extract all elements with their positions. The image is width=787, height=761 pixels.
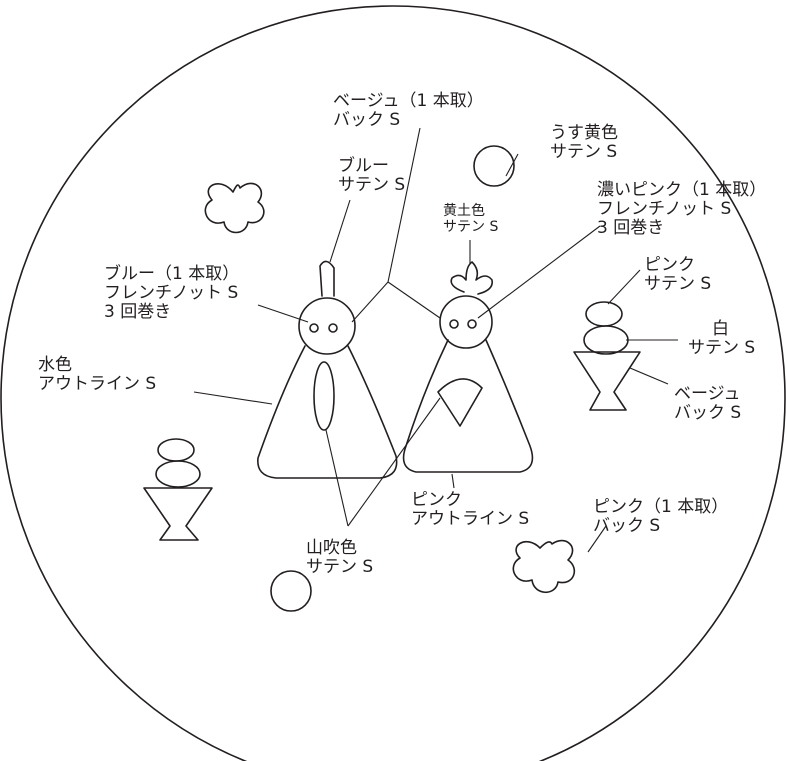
label-line: バック S xyxy=(593,516,661,536)
label-line: バック S xyxy=(674,403,742,423)
female-doll-fan xyxy=(437,378,483,427)
flower-bottom-right xyxy=(512,539,576,594)
right-stand xyxy=(573,351,641,411)
right-mochi-bottom xyxy=(583,325,629,355)
label-line: アウトライン S xyxy=(411,509,530,529)
male-doll-eye-left xyxy=(309,323,319,333)
label-ocher-satin: 黄土色 サテン S xyxy=(443,203,498,235)
female-doll-eye-left xyxy=(449,319,459,329)
label-line: 濃いピンク（1 本取） xyxy=(597,180,767,200)
label-line: サテン S xyxy=(550,142,618,162)
label-line: フレンチノット S xyxy=(104,283,239,303)
male-doll-eye-right xyxy=(328,323,338,333)
female-doll-body xyxy=(402,339,534,473)
label-pink-satin: ピンク サテン S xyxy=(644,256,711,294)
male-doll-hat xyxy=(319,260,335,297)
male-doll-scepter xyxy=(313,361,335,431)
label-line: サテン S xyxy=(443,219,499,235)
label-pink-outline: ピンク アウトライン S xyxy=(411,491,529,529)
female-doll-ornament xyxy=(450,261,494,295)
left-mochi-top xyxy=(157,438,195,462)
male-doll-head xyxy=(298,297,356,355)
label-white-satin: 白 サテン S xyxy=(688,320,755,358)
label-line: サテン S xyxy=(688,338,756,358)
label-line: ピンク xyxy=(411,490,462,510)
female-doll-head xyxy=(439,295,493,349)
right-mochi-top xyxy=(585,301,623,327)
male-doll-body xyxy=(257,345,398,479)
label-line: バック S xyxy=(333,110,401,130)
label-line: ブルー（1 本取） xyxy=(104,264,240,284)
label-line: ブルー xyxy=(338,156,389,176)
label-dark-pink-french-knot: 濃いピンク（1 本取） フレンチノット S 3 回巻き xyxy=(597,181,766,238)
label-line: 水色 xyxy=(38,355,72,375)
label-line: 山吹色 xyxy=(306,538,357,558)
label-line: ピンク xyxy=(644,255,695,275)
label-beige-back-1strand: ベージュ（1 本取） バック S xyxy=(333,92,484,130)
label-blue-french-knot: ブルー（1 本取） フレンチノット S 3 回巻き xyxy=(104,265,239,322)
flower-top-left xyxy=(204,182,265,234)
label-line: サテン S xyxy=(338,175,406,195)
label-pink-back-1strand: ピンク（1 本取） バック S xyxy=(593,498,728,536)
yamabuki-circle xyxy=(270,570,312,612)
label-line: 3 回巻き xyxy=(104,302,172,322)
label-line: うす黄色 xyxy=(550,123,618,143)
label-line: サテン S xyxy=(644,274,712,294)
left-stand xyxy=(143,487,213,541)
label-pale-yellow-satin: うす黄色 サテン S xyxy=(550,124,618,162)
label-line: アウトライン S xyxy=(38,374,157,394)
left-mochi-bottom xyxy=(155,460,201,488)
label-yamabuki-satin: 山吹色 サテン S xyxy=(306,539,373,577)
label-line: 3 回巻き xyxy=(597,218,665,238)
label-line: 黄土色 xyxy=(443,203,485,219)
leader-lines xyxy=(193,127,678,553)
hoop-outline xyxy=(0,5,786,761)
female-doll-eye-right xyxy=(467,319,477,329)
label-blue-satin: ブルー サテン S xyxy=(338,157,405,195)
label-line: フレンチノット S xyxy=(597,199,732,219)
label-line: サテン S xyxy=(306,557,374,577)
label-line: 白 xyxy=(712,319,729,339)
label-line: ピンク（1 本取） xyxy=(593,497,729,517)
pale-yellow-circle xyxy=(473,145,515,187)
label-line: ベージュ（1 本取） xyxy=(333,91,484,111)
label-light-blue-outline: 水色 アウトライン S xyxy=(38,356,156,394)
label-beige-back: ベージュ バック S xyxy=(674,385,741,423)
label-line: ベージュ xyxy=(674,384,741,404)
